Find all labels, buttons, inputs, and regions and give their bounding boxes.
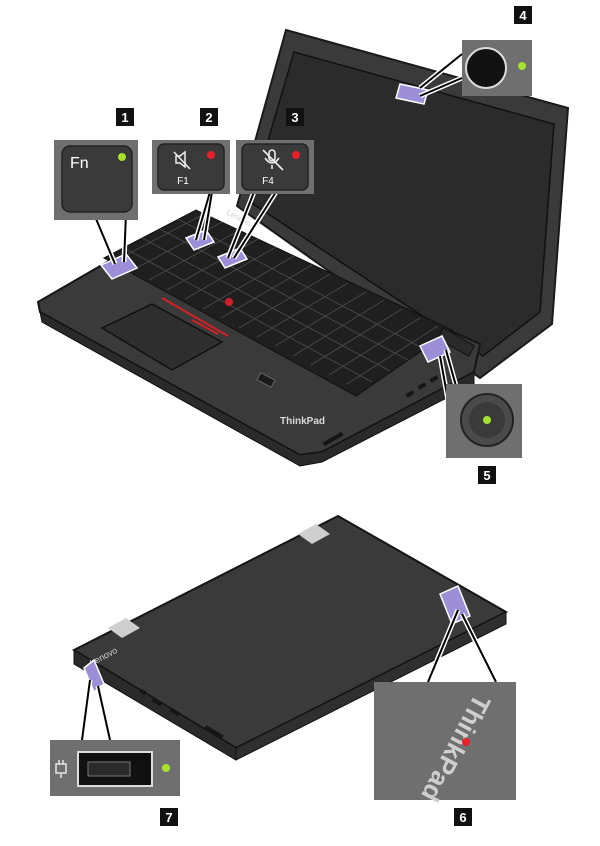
highlight-power-button — [418, 335, 452, 363]
closed-side-ports — [139, 688, 224, 739]
trackpad-button-strip — [161, 297, 229, 337]
callout-3-mic-key: F4 3 — [236, 108, 314, 194]
bottom-leader-lines-dark — [81, 609, 497, 741]
hinge-right — [298, 524, 330, 544]
connector-port-inner — [87, 761, 131, 777]
badge-3 — [286, 108, 304, 126]
trackpad — [100, 303, 224, 371]
speaker-mute-icon — [173, 150, 191, 170]
mic-led-icon — [292, 151, 300, 159]
fn-key-cap — [61, 145, 133, 213]
badge-6 — [454, 808, 472, 826]
badge-4-number: 4 — [519, 8, 527, 23]
callout-7-power-connector: 7 — [50, 740, 180, 826]
palmrest-thinkpad-logo: ThinkPad — [280, 416, 325, 427]
side-ports — [322, 375, 439, 447]
closed-lid-side-right — [235, 611, 507, 761]
camera-lens-icon — [465, 47, 507, 89]
leader-lines-dark — [93, 53, 463, 401]
hinge-left — [108, 618, 140, 638]
badge-7-number: 7 — [165, 810, 172, 825]
mic-key-label: F4 — [262, 176, 274, 187]
callout-1-fn-key: Fn 1 — [54, 108, 138, 220]
badge-6-number: 6 — [459, 810, 466, 825]
ac-power-connector-icon — [55, 760, 67, 778]
open-laptop-illustration: Lenovo — [36, 28, 570, 467]
badge-5-number: 5 — [483, 468, 490, 483]
badge-1-number: 1 — [121, 110, 128, 125]
callout-5-power-button: 5 — [446, 384, 522, 484]
thinkpad-logo-dot-icon — [462, 738, 470, 746]
highlight-camera — [395, 83, 429, 105]
mic-key-cap — [241, 143, 309, 191]
callout-2-mute-key: F1 2 — [152, 108, 230, 194]
logo-panel — [374, 682, 516, 800]
badge-2 — [200, 108, 218, 126]
badge-5 — [478, 466, 496, 484]
trackpoint — [225, 298, 233, 306]
badge-4 — [514, 6, 532, 24]
callout-6-logo-dot: ThinkPad 6 — [374, 682, 516, 826]
mute-key-cap — [157, 143, 225, 191]
badge-3-number: 3 — [291, 110, 298, 125]
camera-status-icon — [518, 62, 526, 70]
fn-led-icon — [118, 153, 126, 161]
callout-4-camera: 4 — [462, 6, 532, 96]
mute-key-label: F1 — [177, 176, 189, 187]
badge-7 — [160, 808, 178, 826]
mute-led-icon — [207, 151, 215, 159]
highlight-fn-key — [99, 253, 139, 280]
trackpad-button-strip-2 — [191, 319, 219, 335]
closed-laptop-illustration: Lenovo — [71, 514, 509, 761]
power-button-led-icon — [483, 416, 491, 424]
badge-1 — [116, 108, 134, 126]
fn-key-label: Fn — [70, 155, 89, 172]
fingerprint-reader — [256, 372, 276, 388]
connector-led-icon — [162, 764, 170, 772]
badge-2-number: 2 — [205, 110, 212, 125]
microphone-mute-icon — [262, 149, 284, 171]
hinge — [436, 327, 476, 357]
